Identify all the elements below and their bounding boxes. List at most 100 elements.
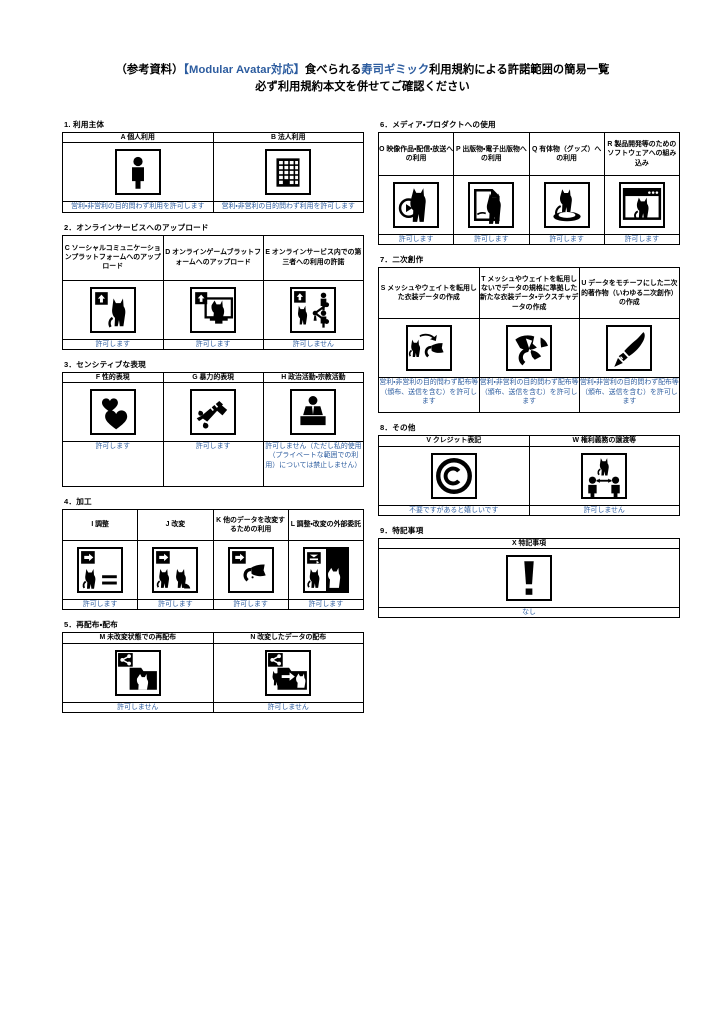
table-row-icons [62,142,364,203]
cell-permission-R: 許可します [603,233,681,246]
cell-permission-F: 許可します [62,441,164,487]
goods-cat-icon [543,182,590,228]
copyright-icon [430,452,477,499]
title-line-1: （参考資料）【Modular Avatar対応】食べられる寿司ギミック利用規約に… [0,62,725,79]
table-row-icons [62,642,364,703]
section-1-table: A 個人利用 B 法人利用 [62,131,364,213]
table-row-permissions: 許可します 許可します 許可します 許可します [61,598,365,611]
podium-speaker-icon [290,389,337,435]
cell-header-V: V クレジット表記 [378,435,530,447]
title-accent-sushi-gimmick: 寿司ギミック [361,64,430,76]
cell-icon-D [162,279,264,340]
table-row-header: X 特記事項 [378,537,680,550]
cell-permission-K: 許可します [212,598,289,611]
arrow-cat-cat-icon [152,547,199,593]
upload-cat-icon [89,286,136,333]
transfer-cat-icon [581,452,628,499]
brush-icon [606,325,653,372]
table-row-icons [378,318,681,379]
section-3-sensitive-expression: 3．センシティブな表現 F 性的表現 G 暴力的表現 H 政治活動・宗教活動 [62,359,365,487]
cell-icon-M [62,642,214,703]
section-3-table: F 性的表現 G 暴力的表現 H 政治活動・宗教活動 [62,371,365,487]
section-9-special-notes: 9．特記事項 X 特記事項 なし [378,525,680,619]
cell-icon-K [212,540,289,600]
title-suffix: 利用規約による許諾範囲の簡易一覧 [429,64,610,76]
table-row-icons [378,445,680,506]
cell-icon-X [378,548,680,608]
cell-permission-L: 許可します [287,598,365,611]
section-7-table: S メッシュやウェイトを転用した衣装データの作成 T メッシュやウェイトを転用し… [378,267,681,414]
section-9-title: 9．特記事項 [380,525,424,535]
cell-icon-H [262,382,365,442]
cell-header-H: H 政治活動・宗教活動 [262,371,365,384]
cell-header-C: C ソーシャルコミュニケーションプラットフォームへのアップロード [62,234,164,281]
section-7-title: 7．二次創作 [380,255,424,265]
cell-permission-M: 許可しません [62,701,214,713]
cell-icon-P [453,175,530,235]
title-mid: 食べられる [304,64,362,76]
upload-monitor-cat-icon [190,286,237,333]
cell-permission-D: 許可します [162,338,264,350]
cell-permission-P: 許可します [453,233,530,246]
cell-permission-E: 許可しません [262,338,365,350]
cell-icon-T [478,318,580,379]
cell-permission-V: 不要ですがあると嬉しいです [378,504,530,516]
cell-permission-J: 許可します [137,598,214,611]
cell-permission-U: 営利・非営利の目的問わず配布等（頒布、送信を含む）を許可します [578,377,681,414]
table-row-icons [377,175,681,235]
table-row-permissions: なし [378,606,680,619]
table-row-icons [62,382,365,442]
play-cat-icon [393,182,440,228]
cell-icon-R [603,175,681,235]
cell-header-M: M 未改変状態での再配布 [62,632,214,644]
cell-header-L: L 調整・改変の外部委託 [287,509,365,541]
cell-icon-F [62,382,164,442]
section-2-title: 2．オンラインサービスへのアップロード [64,222,209,232]
section-7-derivative-works: 7．二次創作 S メッシュやウェイトを転用した衣装データの作成 T メッシュやウ… [378,254,681,414]
section-4-table: I 調整 J 改変 K 他のデータを改変するための利用 L 調整・改変の外部委託 [61,509,365,611]
table-row-header: I 調整 J 改変 K 他のデータを改変するための利用 L 調整・改変の外部委託 [61,509,365,541]
cell-header-N: N 改変したデータの配布 [212,632,364,644]
section-2-online-upload: 2．オンラインサービスへのアップロード C ソーシャルコミュニケーションプラット… [62,222,365,350]
cell-icon-U [578,318,681,379]
table-row-permissions: 許可しません 許可しません [62,701,364,713]
arrow-ribbon-icon [227,547,274,593]
table-row-icons [378,548,680,608]
cell-permission-G: 許可します [162,441,264,487]
title-accent-modular-avatar: 【Modular Avatar対応】 [183,64,305,76]
table-row-header: V クレジット表記 W 権利義務の譲渡等 [378,435,680,447]
cell-header-G: G 暴力的表現 [162,371,264,384]
cell-header-I: I 調整 [61,509,139,541]
title-prefix: （参考資料） [115,64,184,76]
table-row-permissions: 営利・非営利の目的問わず配布等（頒布、送信を含む）を許可します 営利・非営利の目… [378,377,681,414]
section-8-title: 8．その他 [380,423,416,433]
left-column: 1. 利用主体 A 個人利用 B 法人利用 [61,119,365,722]
section-6-table: O 映像作品・配信・放送への利用 P 出版物・電子出版物への利用 Q 有体物（グ… [377,132,681,246]
share-folder-modified-cat-icon [265,649,312,696]
cell-permission-C: 許可します [62,338,164,350]
section-4-title: 4．加工 [64,497,92,506]
cell-icon-O [377,175,455,235]
cell-header-P: P 出版物・電子出版物への利用 [453,132,530,176]
section-2-table: C ソーシャルコミュニケーションプラットフォームへのアップロード D オンライン… [62,234,365,350]
cat-person-split-icon [302,547,349,593]
cell-header-U: U データをモチーフにした二次的著作物（いわゆる二次創作）の作成 [578,267,681,320]
cell-icon-Q [528,175,605,235]
table-row-header: A 個人利用 B 法人利用 [62,131,364,144]
section-3-title: 3．センシティブな表現 [64,359,146,369]
table-row-header: C ソーシャルコミュニケーションプラットフォームへのアップロード D オンライン… [62,234,365,281]
section-6-media-product: 6．メディア・プロダクトへの使用 O 映像作品・配信・放送への利用 P 出版物・… [377,119,681,246]
cell-header-J: J 改変 [137,509,214,541]
table-row-header: M 未改変状態での再配布 N 改変したデータの配布 [62,632,364,644]
cell-header-B: B 法人利用 [212,131,364,144]
cell-permission-N: 許可しません [212,701,364,713]
table-row-permissions: 許可します 許可します 許可します 許可します [377,233,681,246]
table-row-header: O 映像作品・配信・放送への利用 P 出版物・電子出版物への利用 Q 有体物（グ… [377,132,681,176]
cell-permission-H: 許可しません（ただし私的使用（プライベートな範囲での利用）については禁止しません… [262,441,365,487]
cell-icon-N [212,642,364,703]
cat-to-cloth-icon [405,325,452,372]
table-row-icons [62,279,365,340]
cloth-icon [506,325,553,372]
section-1-title: 1. 利用主体 [64,120,105,129]
hearts-icon [89,389,136,435]
